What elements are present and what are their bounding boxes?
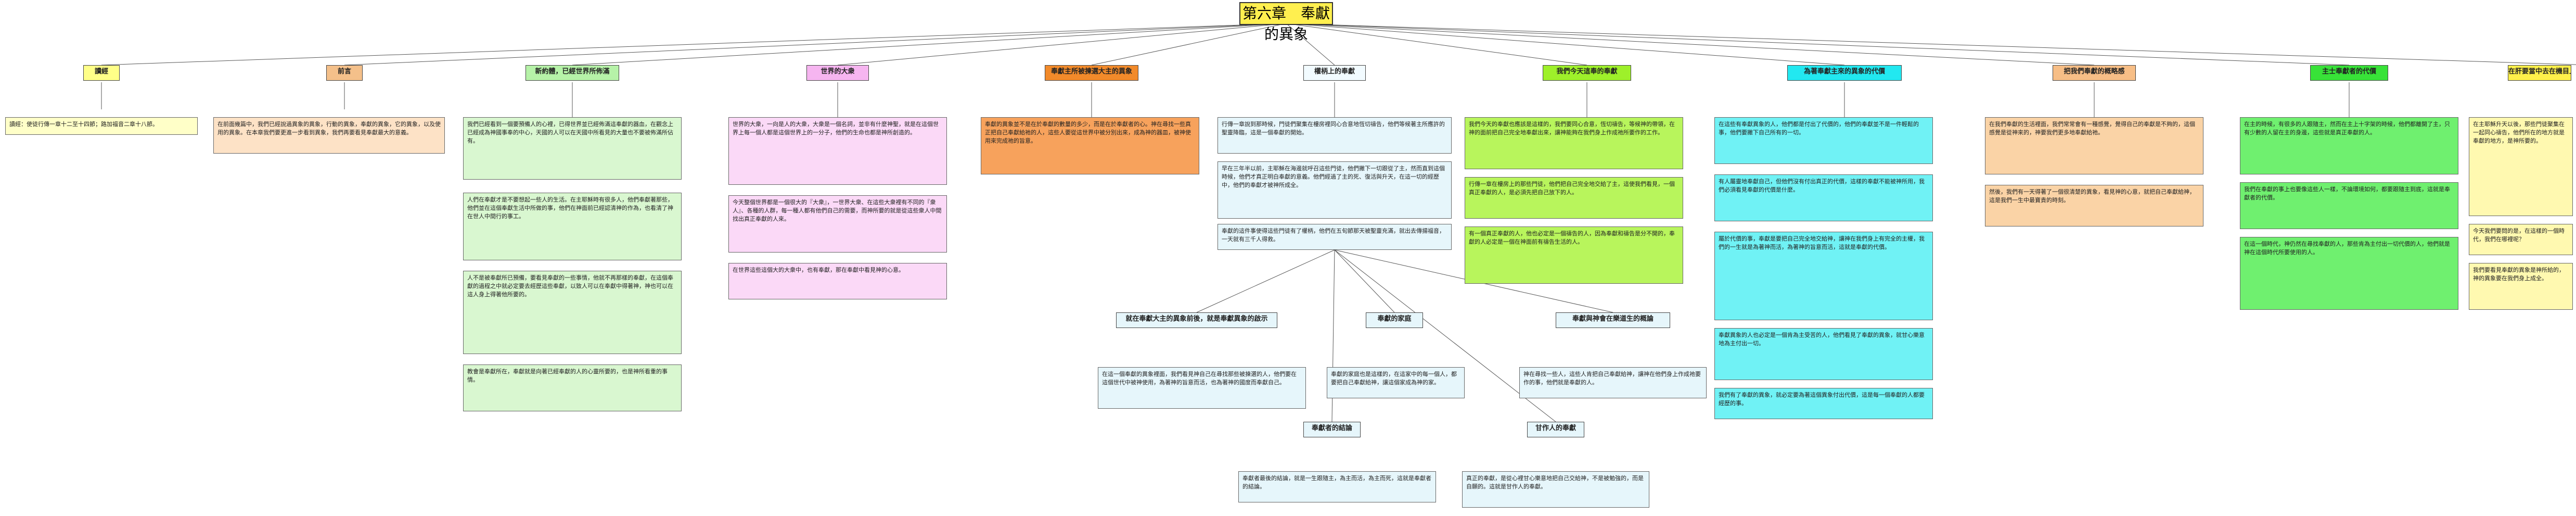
topic-our-offering-note-3: 有一個真正奉獻的人，他也必定是一個禱告的人，因為奉獻和禱告是分不開的，奉獻的人必… [1465, 226, 1683, 284]
topic-devotee-price-note-1: 在主的時候，有很多的人跟隨主，然而在主上十字架的時候，他們都離開了主，只有少數的… [2240, 117, 2458, 174]
topic-our-offering-note-1: 我們今天的奉獻也應該是這樣的，我們要同心合意，恆切禱告，等候神的帶領，在神的面前… [1465, 117, 1683, 169]
subtopic-vision-revelation[interactable]: 就在奉獻大主的異象前後，就是奉獻異象的啟示 [1116, 312, 1277, 328]
subtopic-conclusion-note: 奉獻者最後的結論，就是一生跟隨主，為主而活，為主而死，這就是奉獻者的結論。 [1238, 471, 1436, 502]
subtopic-willing-offering-note: 真正的奉獻，是從心裡甘心樂意地把自己交給神，不是被勉強的，而是自願的。這就是甘作… [1462, 471, 1649, 508]
topic-new-body-note-4: 教會是奉獻所在，奉獻就是向著已經奉獻的人的心靈所要的，也是神所看重的事情。 [463, 364, 682, 411]
topic-world-masses-note-3: 在世界這些這個大的大衆中，也有奉獻，那在奉獻中看見神的心意。 [728, 263, 947, 299]
topic-outline-note-1: 在我們奉獻的生活裡面，我們常常會有一種感覺，覺得自己的奉獻是不夠的，這個感覺是從… [1985, 117, 2203, 174]
topic-price-note-3: 屬於代價的事，奉獻是要把自己完全地交給神，讓神在我們身上有完全的主權，我們的一生… [1714, 232, 1933, 320]
topic-price-note-2: 有人屬靈地奉獻自己，但他們沒有付出真正的代價，這樣的奉獻不能被神所用，我們必須看… [1714, 174, 1933, 221]
topic-new-body-note-1: 我們已經看到一個要預備人的心裡，已得世界並已經佈滿這奉獻的器血，在觀念上已經成為… [463, 117, 682, 180]
chapter-title: 第六章 奉獻的異象 [1239, 2, 1333, 43]
topic-preface-note: 在前面幾篇中，我們已經說過異象的異象，行動的異象，奉獻的異象，它的異象，以及使用… [213, 117, 445, 154]
topic-authority-note-1: 行傳一章說到那時候，門徒們聚集在樓房裡同心合意地恆切禱告，他們等候著主所應許的聖… [1217, 117, 1452, 154]
topic-authority-note-3: 奉獻的這件事使得這些門徒有了權柄，他們在五旬節那天被聖靈充滿，就出去傳揚福音，一… [1217, 224, 1452, 250]
topic-where-now-note-1: 在主耶穌升天以後，那些門徒聚集在一起同心禱告，他們所在的地方就是奉獻的地方，是神… [2469, 117, 2573, 216]
subtopic-summary[interactable]: 奉獻與神會在樂道生的概論 [1556, 312, 1670, 328]
topic-where-now-note-3: 我們要看見奉獻的異象是神所給的，神的異象要在我們身上成全。 [2469, 263, 2573, 310]
subtopic-vision-revelation-note: 在這一個奉獻的異象裡面，我們看見神自己在尋找那些被揀選的人，他們要在這個世代中被… [1098, 367, 1306, 409]
topic-devotee-price-note-2: 我們在奉獻的事上也要像這些人一樣，不論環境如何，都要跟隨主到底，這就是奉獻者的代… [2240, 182, 2458, 229]
topic-authority[interactable]: 權柄上的奉獻 [1303, 65, 1366, 81]
topic-price-note-1: 在這些有奉獻異象的人，他們都是付出了代價的，他們的奉獻並不是一件輕鬆的事，他們要… [1714, 117, 1933, 164]
topic-world-masses-note-1: 世界的大衆，一向是人的大衆，大衆是一個名詞，並非有什麼神聖，就是在這個世界上每一… [728, 117, 947, 185]
topic-price-note-5: 我們有了奉獻的異象，就必定要為著這個異象付出代價，這是每一個奉獻的人都要經歷的事… [1714, 388, 1933, 419]
topic-reading-note: 讀經：使徒行傳一章十二至十四節；路加福音二章十八節。 [5, 117, 198, 135]
subtopic-family-note: 奉獻的家庭也是這樣的，在這家中的每一個人，都要把自己奉獻給神，讓這個家成為神的家… [1327, 367, 1465, 398]
subtopic-summary-note: 神在尋找一些人，這些人肯把自己奉獻給神，讓神在他們身上作成祂要作的事，他們就是奉… [1519, 367, 1707, 398]
topic-world-masses-note-2: 今天整個世界都是一個很大的『大衆』，一世界大衆、在這些大衆裡有不同的『衆人』、各… [728, 195, 947, 253]
topic-outline[interactable]: 把我們奉獻的概略感 [2053, 65, 2136, 81]
topic-new-body[interactable]: 新約體，已經世界所佈滿 [526, 65, 619, 81]
subtopic-willing-offering[interactable]: 甘作人的奉獻 [1527, 422, 1584, 437]
topic-outline-note-2: 然後，我們有一天得著了一個很清楚的異象，看見神的心意，就把自己奉獻給神，這是我們… [1985, 185, 2203, 226]
topic-chosen-vision[interactable]: 奉獻主所被揀選大主的異象 [1045, 65, 1138, 81]
topic-our-offering-note-2: 行傳一章在樓房上的那些門徒，他們把自己完全地交給了主，這使我們看見，一個真正奉獻… [1465, 177, 1683, 219]
topic-authority-note-2: 早在三年半以前，主耶穌在海邊就呼召這些門徒，他們撇下一切跟從了主，然而直到這個時… [1217, 161, 1452, 219]
topic-chosen-vision-note: 奉獻的異象並不是在於奉獻的數量的多少，而是在於奉獻者的心。神在尋找一些真正把自己… [981, 117, 1199, 174]
topic-our-offering[interactable]: 我們今天這奉的奉獻 [1543, 65, 1631, 81]
topic-world-masses[interactable]: 世界的大衆 [806, 65, 869, 81]
topic-new-body-note-2: 人們在奉獻才是不要想起一些人的生活。在主耶穌時有很多人，他們奉獻著那些，他們並在… [463, 193, 682, 260]
subtopic-family[interactable]: 奉獻的家庭 [1366, 312, 1423, 328]
subtopic-conclusion[interactable]: 奉獻者的結論 [1303, 422, 1361, 437]
topic-devotee-price[interactable]: 主士奉獻者的代價 [2310, 65, 2388, 81]
topic-devotee-price-note-3: 在這一個時代，神仍然在尋找奉獻的人，那些肯為主付出一切代價的人，他們就是神在這個… [2240, 237, 2458, 310]
topic-where-now-note-2: 今天我們要問的是，在這樣的一個時代，我們在哪裡呢？ [2469, 224, 2573, 255]
topic-preface[interactable]: 前言 [326, 65, 363, 81]
topic-reading[interactable]: 讀經 [83, 65, 120, 81]
topic-where-now[interactable]: 在肝要當中去在機目上？ [2508, 65, 2571, 81]
topic-price[interactable]: 為著奉獻主來的異象的代價 [1787, 65, 1902, 81]
topic-price-note-4: 奉獻異象的人也必定是一個肯為主受苦的人，他們看見了奉獻的異象，就甘心樂意地為主付… [1714, 328, 1933, 380]
topic-new-body-note-3: 人不是被奉獻所已預備，要看見奉獻的一些事情，他就不再那樣的奉獻，在這個奉獻的過程… [463, 271, 682, 354]
